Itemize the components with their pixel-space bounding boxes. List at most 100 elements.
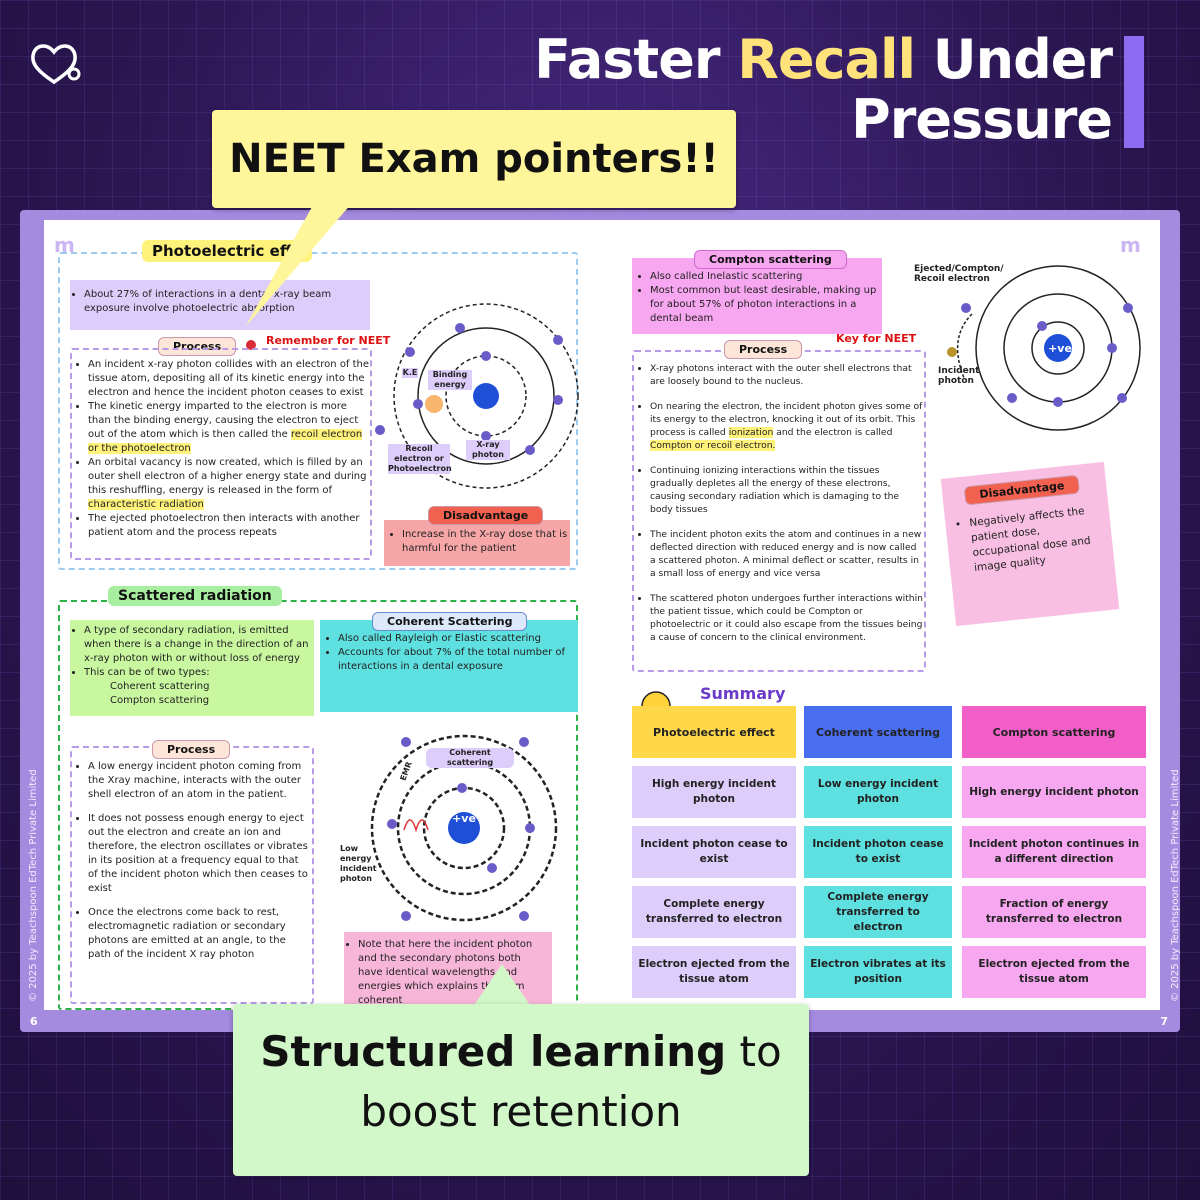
page-number-left: 6: [30, 1015, 38, 1028]
headline-accent-bar: [1124, 36, 1144, 148]
compton-disadvantage-item: Negatively affects the patient dose, occ…: [969, 502, 1109, 576]
page-corner-logo-icon: m: [1120, 234, 1141, 256]
heart-stethoscope-logo-icon: [31, 44, 81, 85]
summary-cell: Incident photon cease to exist: [632, 826, 796, 878]
highlight-ionization: ionization: [728, 427, 774, 438]
callout-bottom-rest: to: [726, 1027, 782, 1076]
ejected-electron-label: Ejected/Compton/ Recoil electron: [914, 264, 1004, 284]
callout-bottom-bold: Structured learning: [260, 1027, 727, 1076]
summary-header-3: Compton scattering: [962, 706, 1146, 758]
compton-point-4: The incident photon exits the atom and c…: [650, 528, 924, 580]
summary-title: Summary: [700, 684, 786, 703]
headline-word-recall: Recall: [737, 28, 916, 91]
photoelectric-tag: Photoelectric effe: [142, 240, 313, 262]
headline-line-pressure: Pressure: [851, 88, 1113, 151]
coherent-chip: Coherent Scattering: [372, 612, 528, 631]
compton-point-2-mid: and the electron is called: [773, 427, 893, 438]
coherent-note-text: Note that here the incident photon and t…: [358, 938, 548, 1008]
compton-point-5: The scattered photon undergoes further i…: [650, 592, 924, 644]
compton-disadvantage-text: Negatively affects the patient dose, occ…: [955, 502, 1108, 577]
type-coherent: Coherent scattering: [110, 681, 210, 692]
coherent-scattering-label: Coherent scattering: [426, 748, 514, 768]
scattered-point-3: Once the electrons come back to rest, el…: [88, 906, 310, 962]
photoelectric-disadvantage-chip: Disadvantage: [428, 506, 544, 525]
photoelectric-disadvantage-item: Increase in the X-ray dose that is harmf…: [402, 528, 568, 556]
compton-intro-point-1: Also called Inelastic scattering: [650, 270, 882, 284]
callout-bottom-line2: boost retention: [360, 1087, 682, 1136]
photoelectric-point-2: The kinetic energy imparted to the elect…: [88, 400, 370, 456]
callout-top-tail: [246, 196, 348, 326]
headline: Faster Recall Under Pressure: [534, 28, 1113, 151]
summary-cell: Complete energy transferred to electron: [804, 886, 952, 938]
highlight-compton-electron: Compton or recoil electron.: [650, 440, 776, 451]
photoelectric-process-box: [70, 348, 372, 560]
scattered-process-chip: Process: [152, 740, 231, 759]
photoelectric-point-3-text: An orbital vacancy is now created, which…: [88, 457, 367, 496]
compton-process-chip: Process: [724, 340, 803, 359]
highlight-characteristic-radiation: characteristic radiation: [88, 499, 204, 510]
summary-cell: Incident photon continues in a different…: [962, 826, 1146, 878]
svg-text:m: m: [1120, 234, 1141, 256]
scattered-intro: A type of secondary radiation, is emitte…: [70, 620, 314, 716]
summary-cell: Incident photon cease to exist: [804, 826, 952, 878]
compton-disadvantage-note: Disadvantage Negatively affects the pati…: [940, 461, 1120, 627]
neet-pointers-callout: NEET Exam pointers!!: [212, 110, 736, 208]
compton-disadvantage-chip: Disadvantage: [963, 474, 1081, 506]
scattered-intro-point-2: This can be of two types:: [84, 666, 310, 680]
structured-learning-callout: Structured learning to boost retention: [233, 1004, 809, 1176]
photoelectric-point-1: An incident x-ray photon collides with a…: [88, 358, 370, 400]
photoelectric-point-4: The ejected photoelectron then interacts…: [88, 512, 370, 540]
coherent-nucleus-label: +ve: [452, 812, 476, 825]
summary-cell: Electron ejected from the tissue atom: [962, 946, 1146, 998]
booklet-spread: m Photoelectric effe About 27% of intera…: [20, 210, 1181, 1032]
page-number-right: 7: [1160, 1015, 1168, 1028]
callout-bottom-tail: [472, 964, 532, 1008]
summary-cell: Fraction of energy transferred to electr…: [962, 886, 1146, 938]
scattered-point-1: A low energy incident photon coming from…: [88, 760, 310, 802]
ke-label: K.E: [402, 368, 418, 378]
key-for-neet-label: Key for NEET: [836, 332, 917, 345]
page-left: m Photoelectric effe About 27% of intera…: [44, 220, 602, 1010]
binding-energy-label: Binding energy: [428, 370, 472, 390]
coherent-atom-diagram: [370, 734, 558, 922]
page-right: m Compton scattering Also called Inelast…: [602, 220, 1160, 1010]
headline-word-under: Under: [914, 28, 1113, 91]
coherent-point-2: Accounts for about 7% of the total numbe…: [338, 646, 574, 674]
compton-point-2-text: On nearing the electron, the incident ph…: [650, 401, 923, 438]
copyright-left: © 2025 by Teachspoon EdTech Private Limi…: [28, 769, 39, 1002]
recoil-electron-label: Recoil electron or Photoelectron: [388, 444, 452, 474]
summary-cell: Electron vibrates at its position: [804, 946, 952, 998]
photoelectric-disadvantage-text: Increase in the X-ray dose that is harmf…: [388, 528, 568, 556]
incident-photon-label: Incident photon: [938, 366, 980, 386]
photoelectric-point-2-text: The kinetic energy imparted to the elect…: [88, 401, 359, 440]
page-corner-logo-icon: m: [54, 234, 75, 256]
photoelectric-intro: About 27% of interactions in a dental x-…: [70, 280, 370, 330]
summary-header-2: Coherent scattering: [804, 706, 952, 758]
compton-intro-box: [632, 258, 882, 334]
compton-point-3: Continuing ionizing interactions within …: [650, 464, 924, 516]
scattered-tag: Scattered radiation: [108, 586, 282, 606]
pin-icon: [246, 340, 256, 350]
summary-header-1: Photoelectric effect: [632, 706, 796, 758]
scattered-process-list: A low energy incident photon coming from…: [74, 760, 310, 962]
summary-cell: Low energy incident photon: [804, 766, 952, 818]
compton-atom-diagram: [947, 265, 1141, 431]
summary-cell: High energy incident photon: [632, 766, 796, 818]
photoelectric-process-list: An incident x-ray photon collides with a…: [74, 358, 370, 540]
low-energy-photon-label: Low energy incident photon: [340, 844, 377, 883]
summary-cell: High energy incident photon: [962, 766, 1146, 818]
type-compton: Compton scattering: [110, 695, 210, 706]
coherent-points: Also called Rayleigh or Elastic scatteri…: [324, 632, 574, 674]
compton-chip: Compton scattering: [694, 250, 847, 269]
compton-point-2: On nearing the electron, the incident ph…: [650, 400, 924, 452]
svg-text:m: m: [54, 234, 75, 256]
xray-photon-label: X-ray photon: [466, 440, 510, 460]
coherent-point-1: Also called Rayleigh or Elastic scatteri…: [338, 632, 574, 646]
compton-point-1: X-ray photons interact with the outer sh…: [650, 362, 924, 388]
photoelectric-disadvantage-box: [384, 520, 570, 566]
scattered-point-2: It does not possess enough energy to eje…: [88, 812, 310, 896]
photoelectric-point-3: An orbital vacancy is now created, which…: [88, 456, 370, 512]
summary-cell: Complete energy transferred to electron: [632, 886, 796, 938]
photoelectric-intro-text: About 27% of interactions in a dental x-…: [84, 288, 360, 316]
copyright-right: © 2025 by Teachspoon EdTech Private Limi…: [1170, 769, 1181, 1002]
